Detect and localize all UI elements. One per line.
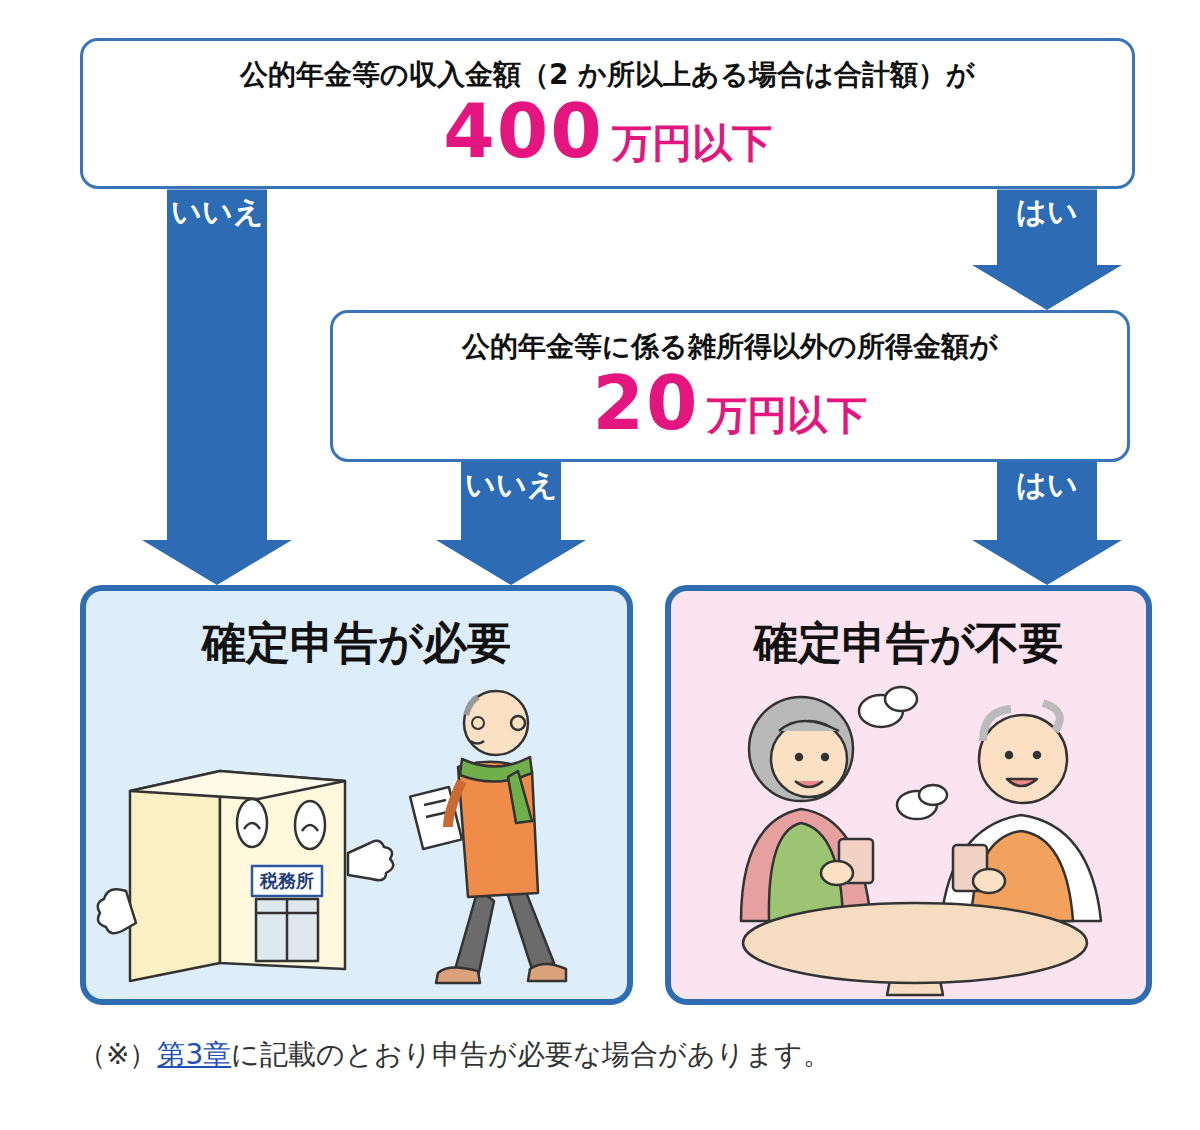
flow-arrow [436, 462, 586, 585]
threshold-text: 400 [443, 93, 603, 171]
footnote-text: （※） [78, 1038, 157, 1071]
answer-label: いいえ [167, 195, 267, 228]
box-text: 公的年金等の収入金額（2 か所以上ある場合は合計額）が [83, 57, 1132, 93]
question-box: 公的年金等に係る雑所得以外の所得金額が20万円以下 [330, 310, 1130, 462]
box-text: 確定申告が必要 [86, 617, 627, 670]
flow-arrow [972, 189, 1122, 310]
answer-label: はい [997, 468, 1097, 501]
question-box: 公的年金等の収入金額（2 か所以上ある場合は合計額）が400万円以下 [80, 38, 1135, 189]
threshold-text: 20 [593, 365, 700, 443]
footnote: （※）第3章に記載のとおり申告が必要な場合があります。 [78, 1036, 831, 1074]
chapter-link: 第3章 [157, 1038, 231, 1071]
result-box: 確定申告が必要 [80, 585, 633, 1005]
answer-label: いいえ [461, 468, 561, 501]
answer-label: はい [997, 195, 1097, 228]
sign-text: 税務所 [252, 866, 322, 896]
footnote-text: に記載のとおり申告が必要な場合があります。 [231, 1038, 831, 1071]
box-text: 確定申告が不要 [671, 617, 1146, 670]
threshold-text: 万円以下 [707, 388, 867, 443]
box-text: 公的年金等に係る雑所得以外の所得金額が [333, 329, 1127, 365]
threshold-text: 万円以下 [612, 116, 772, 171]
result-box: 確定申告が不要 [665, 585, 1152, 1005]
flow-arrow [142, 189, 292, 585]
flow-arrow [972, 462, 1122, 585]
